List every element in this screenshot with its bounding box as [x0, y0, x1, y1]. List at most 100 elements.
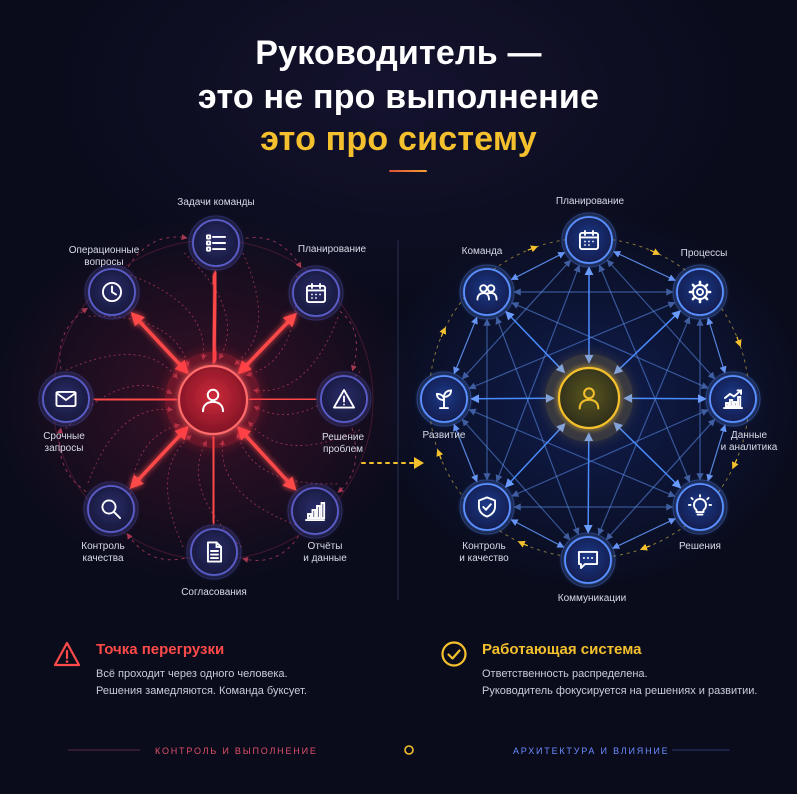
right-network: [416, 212, 761, 588]
summary-right-line-1: Ответственность распределена.: [482, 668, 648, 680]
right-spoke-link: [504, 422, 566, 488]
right-node-processes: [672, 264, 728, 320]
summary-right-title: Работающая система: [482, 641, 642, 658]
right-mesh-link: [612, 518, 676, 549]
bottom-timeline: [68, 745, 730, 755]
bar-chart-icon: [304, 501, 326, 522]
title-line-1: Руководитель —: [255, 34, 542, 72]
summary-left-line-2: Решения замедляются. Команда буксует.: [96, 685, 307, 697]
left-node-urgent: [38, 371, 94, 427]
right-cycle-arrow: [439, 326, 447, 338]
left-spoke-arrow: [236, 425, 297, 491]
left-flow-arrow: [128, 423, 181, 525]
left-cycle-arrow: [127, 234, 188, 268]
calendar-icon: [305, 282, 327, 304]
left-node-planning: [288, 265, 344, 321]
right-node-planning: [561, 212, 617, 268]
right-cycle-arrow: [517, 540, 529, 548]
right-label-processes: Процессы: [680, 248, 728, 259]
magnifier-icon: [101, 499, 122, 520]
chat-icon: [577, 550, 599, 569]
left-flow-arrow: [65, 354, 178, 379]
left-node-operations: [84, 264, 140, 320]
warning-icon: [332, 388, 356, 409]
right-spoke-link: [470, 393, 555, 404]
left-cycle-arrow: [245, 237, 302, 269]
left-network: [38, 215, 374, 580]
left-cycle-arrow: [339, 310, 357, 372]
timeline-marker: [404, 745, 414, 755]
right-cycle-arrow: [527, 245, 539, 253]
left-spoke-arrow: [237, 312, 298, 375]
left-flow-arrow: [87, 406, 174, 484]
team-icon: [476, 284, 498, 301]
summary-left-title: Точка перегрузки: [96, 641, 225, 658]
right-mesh-link: [453, 316, 478, 375]
left-spoke-arrow: [207, 270, 223, 365]
right-cycle-arrow: [649, 248, 661, 256]
right-cycle-arrow: [734, 336, 742, 348]
title-line-3: это про систему: [260, 120, 537, 158]
right-label-development: Развитие: [422, 430, 466, 441]
left-cycle-arrow: [59, 307, 88, 370]
clock-icon: [101, 281, 123, 303]
right-spoke-link: [583, 432, 594, 534]
right-label-planning: Планирование: [555, 196, 625, 207]
left-node-reports: [287, 483, 343, 539]
left-spoke-arrow: [130, 311, 189, 375]
list-icon: [205, 234, 227, 252]
right-cycle-arrow: [731, 458, 739, 470]
left-flow-arrow: [234, 252, 259, 365]
right-mesh-link: [706, 317, 727, 374]
left-cycle-arrow: [242, 535, 299, 563]
right-cycle-arrow: [639, 543, 651, 551]
warning-triangle-icon: [53, 641, 81, 667]
left-center-node: [177, 364, 249, 436]
left-spoke-arrow: [129, 425, 189, 490]
sprout-icon: [436, 389, 452, 410]
left-node-problems: [316, 371, 372, 427]
left-label-approvals: Согласования: [181, 587, 247, 598]
user-icon: [578, 387, 600, 410]
shield-check-icon: [477, 496, 496, 518]
lightbulb-icon: [687, 494, 713, 516]
check-circle-icon: [441, 641, 467, 667]
chart-up-icon: [722, 389, 744, 410]
summary-left-line-1: Всё проходит через одного человека.: [96, 668, 288, 680]
right-spoke-link: [505, 310, 566, 374]
left-flow-arrow: [167, 435, 192, 548]
left-node-approvals: [186, 524, 242, 580]
calendar-icon: [578, 229, 600, 251]
right-spoke-link: [613, 310, 682, 375]
left-label-tasks: Задачи команды: [177, 197, 255, 208]
right-center-node: [557, 366, 621, 430]
bottom-right-label: Архитектура и влияние: [513, 746, 670, 756]
gear-icon: [688, 280, 712, 304]
right-label-communications: Коммуникации: [557, 593, 627, 604]
right-node-control: [459, 479, 515, 535]
left-cycle-arrow: [57, 427, 87, 493]
user-icon: [202, 388, 224, 413]
left-spoke-arrow: [93, 392, 178, 407]
right-spoke-link: [613, 421, 682, 489]
title-line-2: это не про выполнение: [197, 78, 600, 116]
title-underline: [389, 170, 427, 172]
summary-right-line-2: Руководитель фокусируется на решениях и …: [482, 685, 758, 697]
left-flow-arrow: [129, 274, 207, 361]
left-flow-arrow: [183, 252, 228, 360]
bottom-left-label: Контроль и выполнение: [155, 746, 318, 756]
left-cycle-arrow: [337, 427, 357, 493]
right-label-team: Команда: [461, 246, 503, 257]
right-node-team: [459, 264, 515, 320]
envelope-icon: [55, 391, 77, 407]
left-flow-arrow: [219, 439, 297, 526]
transition-arrow: [361, 457, 424, 469]
right-spoke-link: [623, 393, 707, 404]
right-label-decisions: Решения: [679, 541, 721, 552]
right-node-communications: [560, 532, 616, 588]
